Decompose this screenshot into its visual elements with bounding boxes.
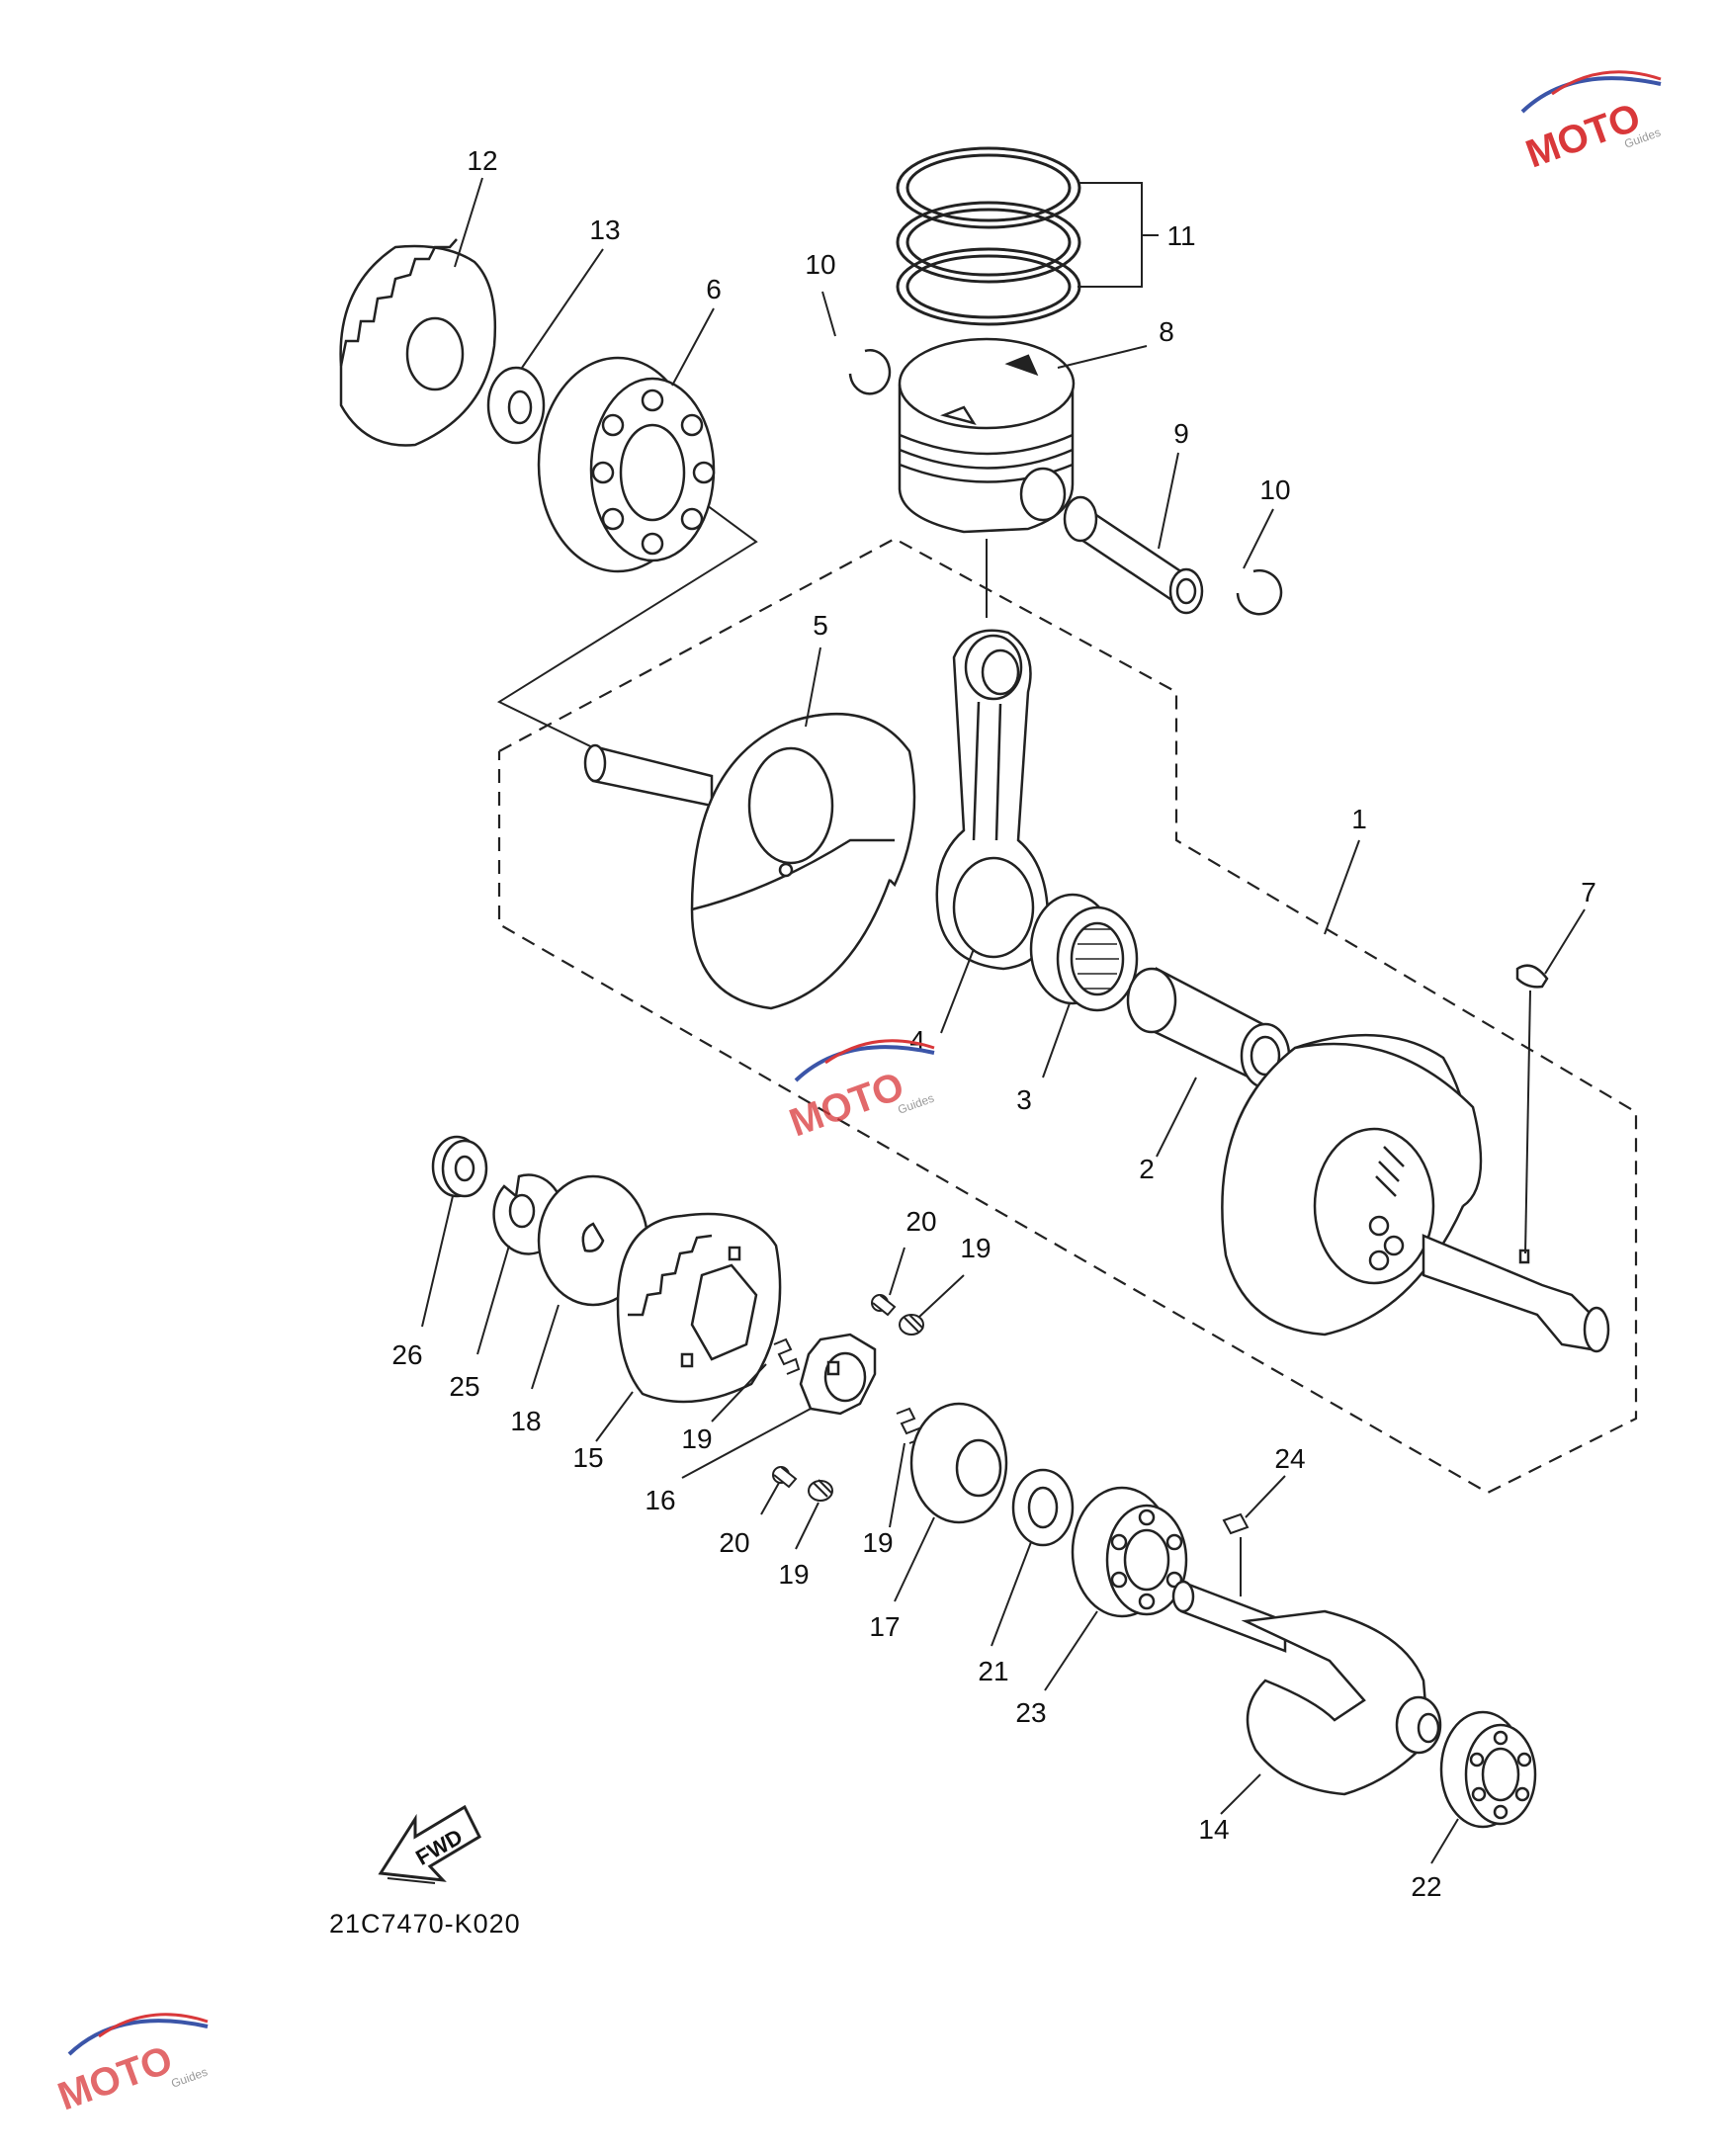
part-2-crank-pin — [1126, 967, 1291, 1089]
part-10-circlip-upper — [848, 349, 892, 395]
callout-14: 14 — [1198, 1814, 1229, 1845]
callout-12: 12 — [467, 145, 497, 176]
callout-1: 1 — [1351, 804, 1367, 834]
key-locator-line — [1524, 990, 1531, 1254]
callout-5: 5 — [813, 610, 828, 641]
part-20-pin-a — [871, 1294, 897, 1317]
part-6-bearing — [537, 356, 716, 573]
part-1-crankshaft-assembly — [1221, 1033, 1610, 1353]
part-10-circlip-lower — [1236, 568, 1283, 616]
part-12-primary-drive-gear — [339, 238, 497, 447]
part-7-woodruff-key — [1515, 964, 1549, 989]
part-14-balancer-shaft — [1171, 1580, 1442, 1796]
part-13-washer — [486, 366, 546, 445]
part-5-left-crank-web — [583, 712, 916, 1010]
bearing-reference-line — [496, 493, 758, 780]
part-22-bearing — [1439, 1710, 1537, 1829]
part-15-balancer-drive-gear — [616, 1212, 782, 1404]
callout-24: 24 — [1274, 1443, 1305, 1474]
part-17-thrust-washer — [909, 1402, 1008, 1524]
callout-19-b: 19 — [681, 1423, 712, 1454]
callout-22: 22 — [1411, 1871, 1441, 1902]
callout-8: 8 — [1159, 316, 1174, 347]
watermark-tagline: Guides — [169, 2065, 210, 2091]
part-3-needle-bearing — [1029, 893, 1139, 1012]
part-11-piston-rings — [896, 146, 1081, 326]
callout-25: 25 — [449, 1371, 479, 1402]
part-19-spring-b — [899, 1314, 924, 1336]
part-19-spring-a — [773, 1337, 801, 1375]
watermark-logo-center: MOTO Guides — [784, 1038, 936, 1145]
callout-19-d: 19 — [778, 1559, 809, 1590]
callout-10-upper: 10 — [805, 249, 835, 280]
drawing-code: 21C7470-K020 — [329, 1909, 521, 1939]
part-9-piston-pin — [1063, 495, 1204, 615]
callout-15: 15 — [572, 1442, 603, 1473]
part-24-key — [1222, 1512, 1250, 1535]
part-20-pin-b — [772, 1466, 798, 1489]
leader-lines — [421, 177, 1586, 1864]
callout-13: 13 — [589, 215, 620, 245]
callout-26: 26 — [391, 1339, 422, 1370]
part-8-piston — [898, 337, 1076, 534]
watermark-logo-bottom-left: MOTO Guides — [52, 2012, 210, 2118]
callout-10-lower: 10 — [1259, 474, 1290, 505]
callout-20-b: 20 — [719, 1527, 749, 1558]
callout-11: 11 — [1166, 220, 1195, 251]
callout-3: 3 — [1016, 1084, 1032, 1115]
callout-6: 6 — [706, 274, 722, 304]
part-21-collar — [1011, 1468, 1075, 1547]
callout-2: 2 — [1139, 1154, 1155, 1184]
part-4-connecting-rod — [935, 629, 1050, 971]
assembly-dashed-outline — [497, 537, 1638, 1495]
callout-7: 7 — [1581, 877, 1596, 907]
callout-17: 17 — [869, 1611, 900, 1642]
part-26-nut — [431, 1135, 488, 1198]
callout-23: 23 — [1015, 1697, 1046, 1728]
callout-19-a: 19 — [960, 1233, 991, 1263]
part-19-spring-d — [808, 1479, 833, 1502]
callout-9: 9 — [1173, 418, 1189, 449]
part-23-balancer-bearing — [1071, 1486, 1188, 1618]
callout-18: 18 — [510, 1406, 541, 1436]
forward-direction-arrow: FWD — [378, 1804, 481, 1884]
callout-19-c: 19 — [862, 1527, 893, 1558]
callout-16: 16 — [645, 1485, 675, 1515]
part-16-damper-hub — [799, 1333, 877, 1416]
callout-21: 21 — [978, 1656, 1008, 1686]
callout-20-a: 20 — [905, 1206, 936, 1237]
watermark-logo-top-right: MOTO Guides — [1520, 69, 1663, 176]
